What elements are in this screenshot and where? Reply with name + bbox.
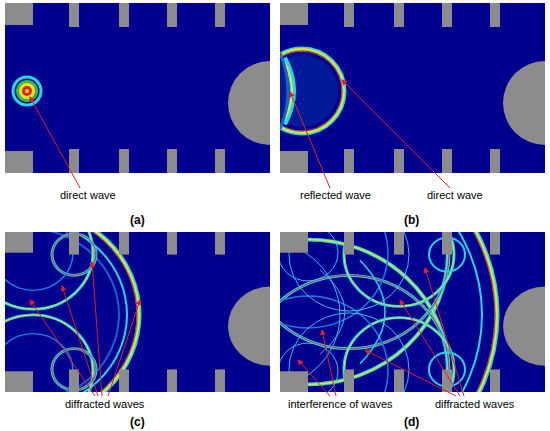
leader-line [92,262,102,396]
leader-line [400,300,460,396]
leader-line [30,97,80,188]
leader-line [425,268,464,396]
simulation-panel [280,3,545,173]
panel-label: (b) [404,214,419,227]
annotation-label: reflected wave [300,189,371,202]
leader-line [290,92,330,188]
leader-line [62,286,98,396]
annotation-label: direct wave [60,189,116,202]
leader-line [298,360,330,396]
simulation-panel [5,3,270,173]
annotation-label: direct wave [427,189,483,202]
simulation-panel [5,232,270,392]
simulation-panel [280,232,545,392]
annotation-label: diffracted waves [435,398,514,411]
annotation-label: interference of waves [288,398,393,411]
panel-label: (a) [130,214,145,227]
leader-line [108,300,140,396]
leader-line [365,350,456,396]
panel-label: (d) [404,416,419,429]
leader-line [322,330,336,396]
leader-line [30,300,95,396]
leader-line [342,80,450,188]
panel-label: (c) [130,416,145,429]
annotation-label: diffracted waves [65,398,144,411]
